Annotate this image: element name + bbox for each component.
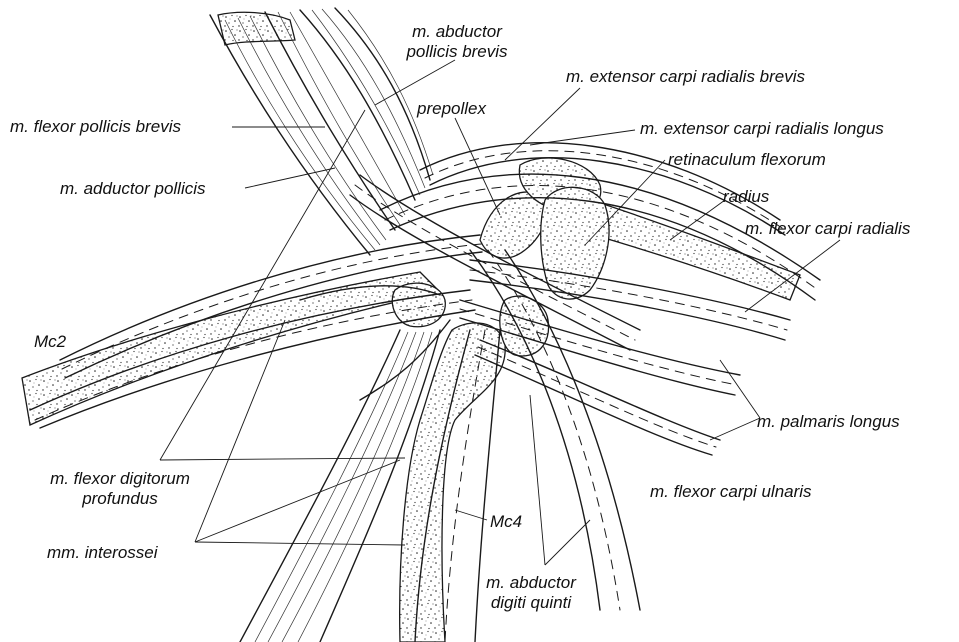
leader-mc4: [455, 510, 487, 520]
label-extensor-carpi-radialis-longus: m. extensor carpi radialis longus: [640, 119, 884, 138]
label-retinaculum-flexorum: retinaculum flexorum: [668, 150, 826, 169]
leader-ext-carpi-rad-brevis: [505, 88, 580, 160]
label-flexor-pollicis-brevis: m. flexor pollicis brevis: [10, 117, 181, 136]
label-abductor-digiti-quinti-line1: m. abductor: [486, 573, 577, 592]
leader-interossei-2: [195, 460, 400, 542]
label-palmaris-longus: m. palmaris longus: [757, 412, 900, 431]
leader-radius: [670, 200, 725, 240]
leader-abd-digiti-2: [545, 520, 590, 565]
leader-palmaris-1: [720, 360, 760, 418]
drawing: m. abductor pollicis brevis m. extensor …: [10, 8, 911, 642]
label-extensor-carpi-radialis-brevis: m. extensor carpi radialis brevis: [566, 67, 806, 86]
label-flexor-digitorum-profundus-line2: profundus: [81, 489, 158, 508]
label-flexor-carpi-radialis: m. flexor carpi radialis: [745, 219, 911, 238]
label-abductor-digiti-quinti-line2: digiti quinti: [491, 593, 573, 612]
label-interossei: mm. interossei: [47, 543, 159, 562]
thumb-muscles: [210, 8, 433, 255]
label-abductor-pollicis-brevis-line1: m. abductor: [412, 22, 503, 41]
label-flexor-carpi-ulnaris: m. flexor carpi ulnaris: [650, 482, 812, 501]
label-abductor-pollicis-brevis-line2: pollicis brevis: [405, 42, 508, 61]
leader-ext-carpi-rad-longus: [530, 130, 635, 145]
labels: m. abductor pollicis brevis m. extensor …: [10, 22, 911, 612]
label-prepollex: prepollex: [416, 99, 486, 118]
leader-fdp-2: [160, 458, 405, 460]
mc4-bone: [400, 323, 506, 642]
leader-abd-digiti-1: [530, 395, 545, 565]
label-adductor-pollicis: m. adductor pollicis: [60, 179, 206, 198]
label-mc4: Mc4: [490, 512, 522, 531]
label-radius: radius: [723, 187, 770, 206]
label-flexor-digitorum-profundus-line1: m. flexor digitorum: [50, 469, 190, 488]
label-mc2: Mc2: [34, 332, 67, 351]
leader-interossei-3: [195, 542, 405, 545]
leader-prepollex: [455, 118, 500, 215]
leader-palmaris-2: [710, 418, 760, 440]
leader-fdp-1: [160, 110, 365, 460]
